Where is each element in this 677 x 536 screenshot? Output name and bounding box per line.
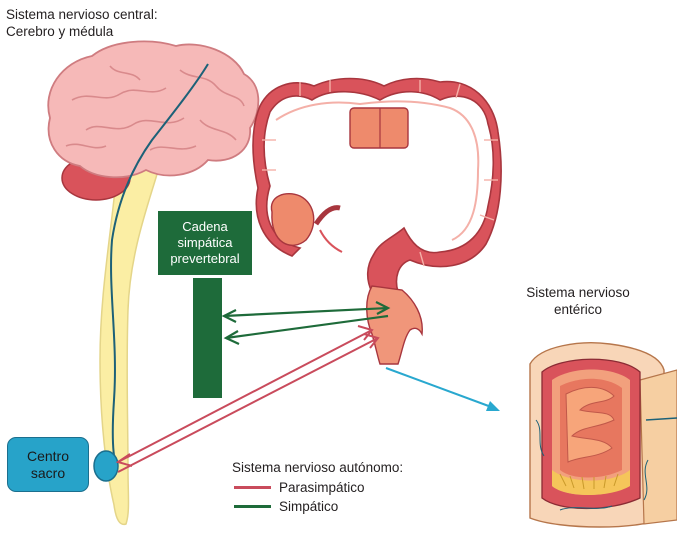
sacral-node xyxy=(94,451,118,481)
enteric-line1: Sistema nervioso xyxy=(508,284,648,301)
enteric-label: Sistema nervioso entérico xyxy=(508,284,648,318)
sacral-line2: sacro xyxy=(8,465,88,482)
colon xyxy=(253,79,501,365)
chain-line3: prevertebral xyxy=(158,251,252,267)
sympathetic-chain-label: Cadena simpática prevertebral xyxy=(158,211,252,275)
sympathetic-arrows xyxy=(224,302,388,344)
legend-swatch-parasympathetic xyxy=(234,486,271,489)
legend-label-parasympathetic: Parasimpático xyxy=(279,480,365,495)
chain-line1: Cadena xyxy=(158,219,252,235)
cns-title: Sistema nervioso central: Cerebro y médu… xyxy=(6,6,158,40)
sacral-line1: Centro xyxy=(8,448,88,465)
enteric-line2: entérico xyxy=(508,301,648,318)
legend-item-sympathetic: Simpático xyxy=(234,499,338,514)
legend-item-parasympathetic: Parasimpático xyxy=(234,480,365,495)
sympathetic-chain-bar xyxy=(193,278,222,398)
legend-swatch-sympathetic xyxy=(234,505,271,508)
parasympathetic-pathway xyxy=(118,326,378,472)
sacral-center-label: Centro sacro xyxy=(7,437,89,492)
enteric-wall-illustration xyxy=(530,343,677,527)
chain-line2: simpática xyxy=(158,235,252,251)
cns-title-line2: Cerebro y médula xyxy=(6,23,158,40)
brain xyxy=(48,41,258,177)
enteric-pointer xyxy=(386,368,500,411)
cns-title-line1: Sistema nervioso central: xyxy=(6,6,158,23)
legend-title: Sistema nervioso autónomo: xyxy=(232,460,403,475)
legend-label-sympathetic: Simpático xyxy=(279,499,338,514)
